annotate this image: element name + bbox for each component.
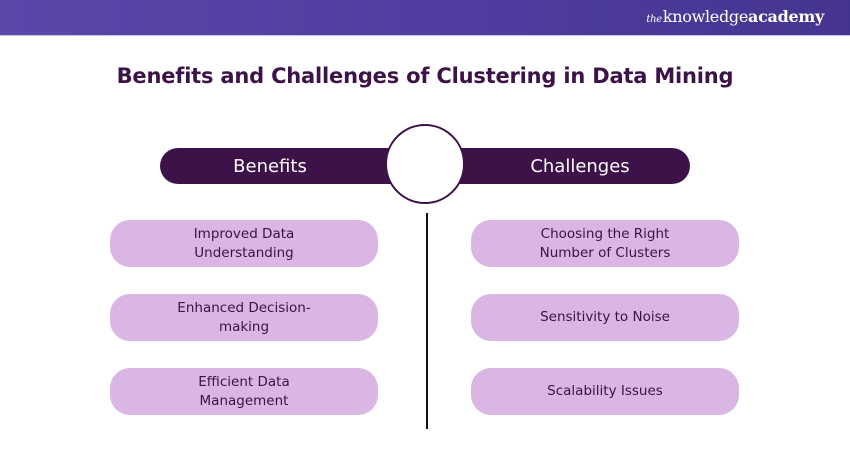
brand-prefix: the xyxy=(646,14,662,25)
benefits-header: Benefits xyxy=(160,148,400,184)
benefit-card: Improved Data Understanding xyxy=(110,220,378,267)
challenge-label: Choosing the Right Number of Clusters xyxy=(539,225,671,261)
challenge-label: Scalability Issues xyxy=(547,383,663,399)
benefit-label: Efficient Data Management xyxy=(198,373,290,409)
center-divider-line xyxy=(426,213,428,429)
challenges-heading: Challenges xyxy=(530,155,630,177)
benefit-card: Efficient Data Management xyxy=(110,368,378,415)
brand-name-part1: knowledge xyxy=(662,7,749,26)
challenge-card: Choosing the Right Number of Clusters xyxy=(471,220,739,267)
benefit-label: Enhanced Decision-making xyxy=(177,299,311,335)
challenges-header: Challenges xyxy=(450,148,690,184)
challenge-label: Sensitivity to Noise xyxy=(540,309,670,325)
challenge-card: Sensitivity to Noise xyxy=(471,294,739,341)
benefits-heading: Benefits xyxy=(233,155,307,177)
brand-name-part2: academy xyxy=(748,7,824,26)
benefit-card: Enhanced Decision-making xyxy=(110,294,378,341)
challenge-card: Scalability Issues xyxy=(471,368,739,415)
top-banner: theknowledgeacademy xyxy=(0,0,850,36)
diagram-title: Benefits and Challenges of Clustering in… xyxy=(116,64,734,88)
benefit-label: Improved Data Understanding xyxy=(193,225,295,261)
brand-logo: theknowledgeacademy xyxy=(646,7,824,26)
center-hub-circle xyxy=(385,124,465,204)
